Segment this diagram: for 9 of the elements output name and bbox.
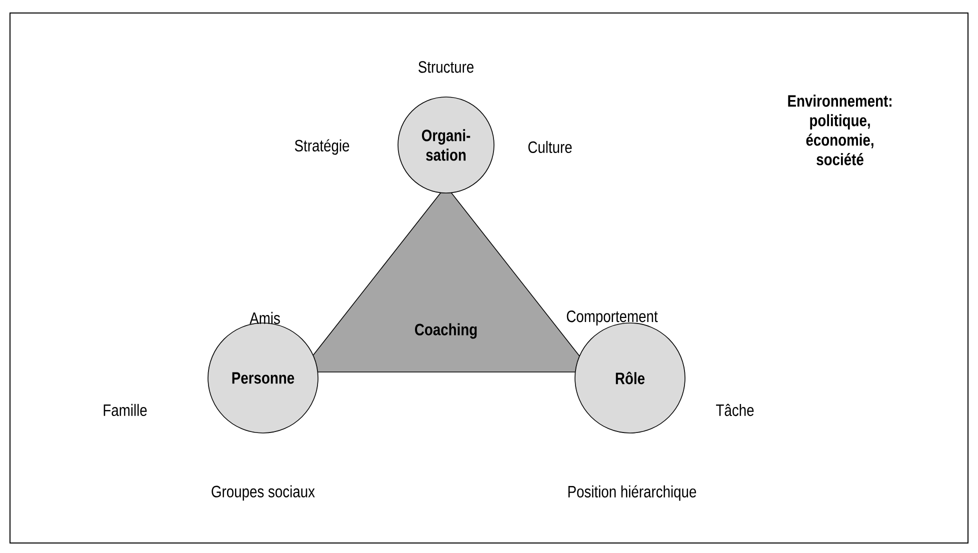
beside-label: Position hiérarchique	[568, 485, 696, 501]
beside-label: Amis	[250, 312, 280, 324]
beside-label: Structure	[418, 61, 474, 73]
beside-label: Tâche	[716, 404, 754, 416]
note: Environnement: politique, économie, société	[788, 94, 892, 166]
beside-label: Groupes sociaux	[212, 485, 315, 501]
beside-label: Culture	[528, 140, 572, 154]
beside-label: Stratégie	[294, 139, 350, 155]
beside-label: Famille	[104, 404, 147, 416]
